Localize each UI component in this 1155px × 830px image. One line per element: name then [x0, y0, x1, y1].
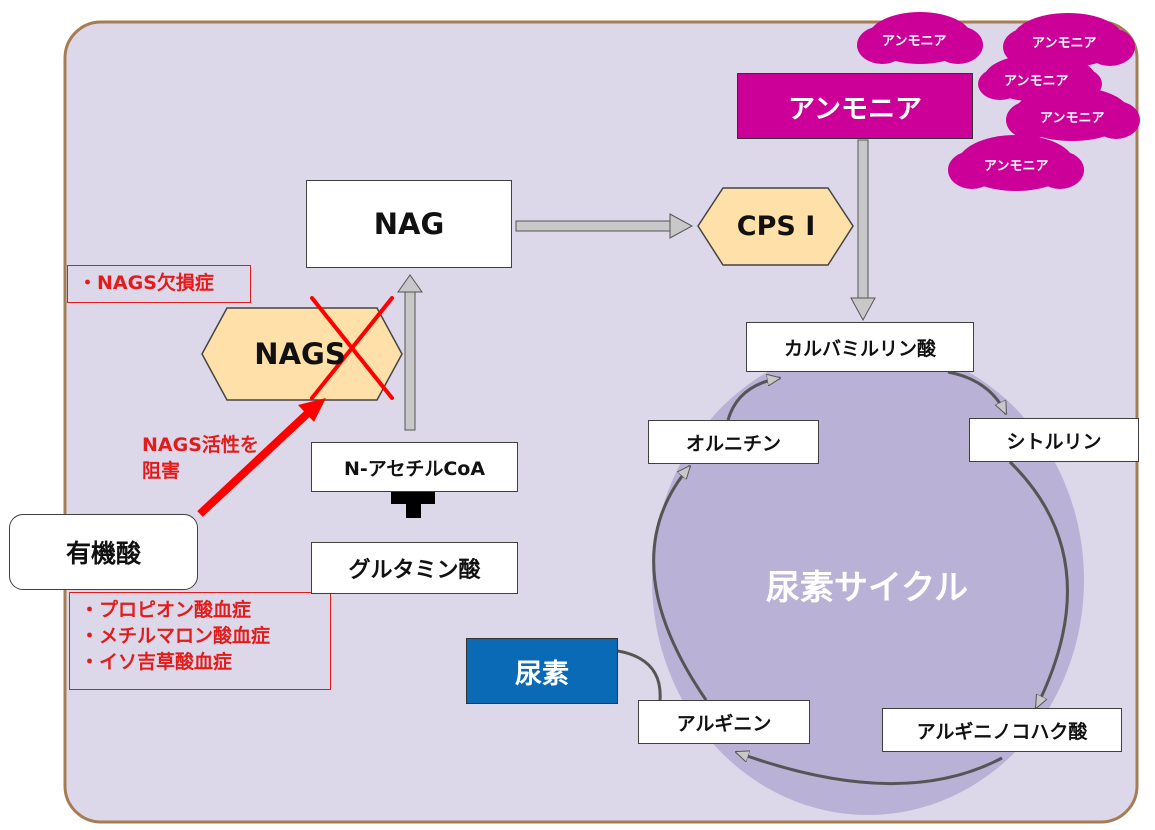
ammonia-cloud-4: [1006, 87, 1140, 141]
ammonia-cloud-label-4: アンモニア: [1040, 111, 1105, 126]
citrulline-box: シトルリン: [969, 418, 1139, 462]
organic-acid-box: 有機酸: [9, 514, 198, 590]
nag-box: NAG: [306, 180, 512, 268]
acetyl-coa-box: N-アセチルCoA: [311, 442, 518, 492]
inhibit-note-line2: 阻害: [142, 460, 181, 482]
acidemia-methylmalonic: ・メチルマロン酸血症: [80, 625, 271, 647]
argininosuccinate-box: アルギニノコハク酸: [882, 708, 1122, 752]
glutamate-box: グルタミン酸: [311, 542, 518, 594]
acidemia-propionic: ・プロピオン酸血症: [80, 599, 252, 621]
cycle-arrow-citrulline-argininosuccinate: [1008, 460, 1069, 708]
inhibition-cross: [310, 296, 394, 400]
inhibit-note-line1: NAGS活性を: [142, 434, 259, 456]
cycle-arrow-ornithine-carbamoyl: [726, 378, 780, 421]
nags-label: NAGS: [254, 337, 346, 371]
arrow-acetylcoa-to-nag: [397, 274, 423, 431]
inhibition-arrow: [197, 398, 326, 517]
cycle-arrow-argininosuccinate-arginine: [736, 752, 1003, 786]
acidemia-isovaleric: ・イソ吉草酸血症: [80, 651, 233, 673]
arrow-ammonia-to-carbamoyl: [850, 139, 876, 322]
ornithine-box: オルニチン: [648, 420, 819, 464]
cycle-arrow-carbamoyl-citrulline: [947, 370, 1008, 414]
ammonia-cloud-label-5: アンモニア: [984, 159, 1049, 174]
cps1-hexagon: [697, 187, 854, 266]
nags-hexagon: [201, 307, 403, 401]
ammonia-cloud-5: [948, 135, 1084, 191]
arginine-box: アルギニン: [638, 700, 810, 744]
cps1-label: CPS I: [736, 210, 816, 242]
ammonia-cloud-label-1: アンモニア: [882, 34, 947, 49]
nags-deficiency-note: ・NAGS欠損症: [67, 265, 251, 303]
ammonia-cloud-label-3: アンモニア: [1004, 74, 1069, 89]
cycle-arrow-arginine-ornithine: [652, 466, 708, 701]
urea-box: 尿素: [466, 638, 618, 704]
ammonia-box: アンモニア: [737, 73, 973, 139]
ammonia-cloud-label-2: アンモニア: [1032, 36, 1097, 51]
acidemia-list: ・プロピオン酸血症 ・メチルマロン酸血症 ・イソ吉草酸血症: [69, 592, 331, 690]
arrow-nag-to-cps1: [515, 213, 694, 239]
carbamoyl-phosphate-box: カルバミルリン酸: [746, 322, 974, 372]
urea-cycle-label: 尿素サイクル: [765, 567, 969, 608]
ammonia-cloud-1: [857, 12, 983, 64]
